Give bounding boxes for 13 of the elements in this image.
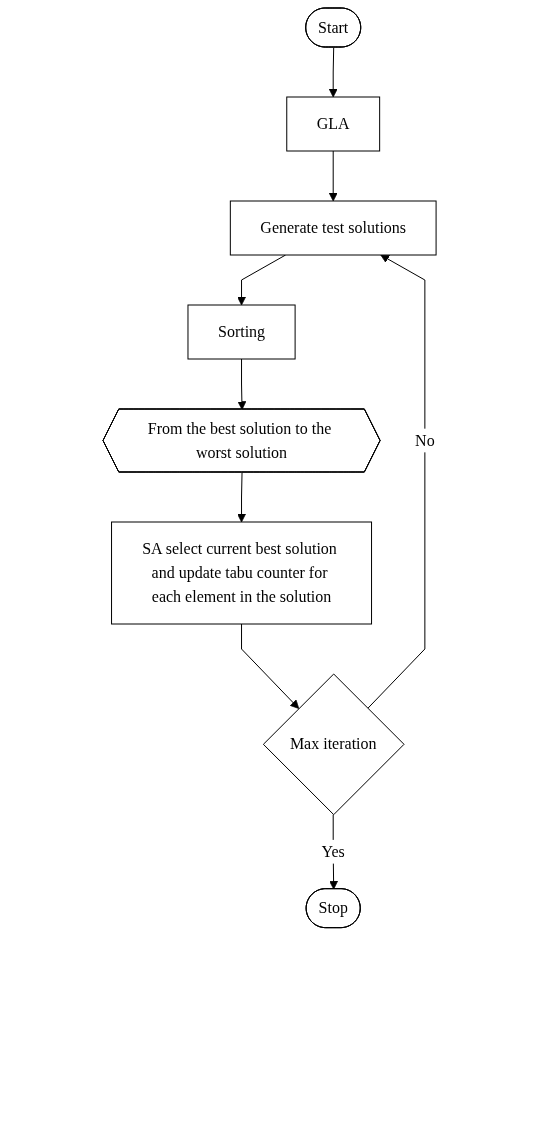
node-box: Sorting (187, 304, 296, 360)
node-box: GLA (286, 96, 381, 152)
arrow (328, 47, 338, 98)
arrow (367, 254, 426, 709)
edge-label: No (415, 431, 435, 449)
arrow (237, 358, 247, 410)
node-box: SA select current best solution and update tabu counter for each element in the solution (111, 521, 372, 625)
node-box: Generate test solutions (229, 200, 437, 256)
node-diamond: Max iteration (262, 673, 405, 816)
arrow (241, 623, 300, 709)
edge-label: Yes (321, 842, 345, 860)
arrow (237, 472, 246, 523)
arrow (328, 150, 338, 202)
